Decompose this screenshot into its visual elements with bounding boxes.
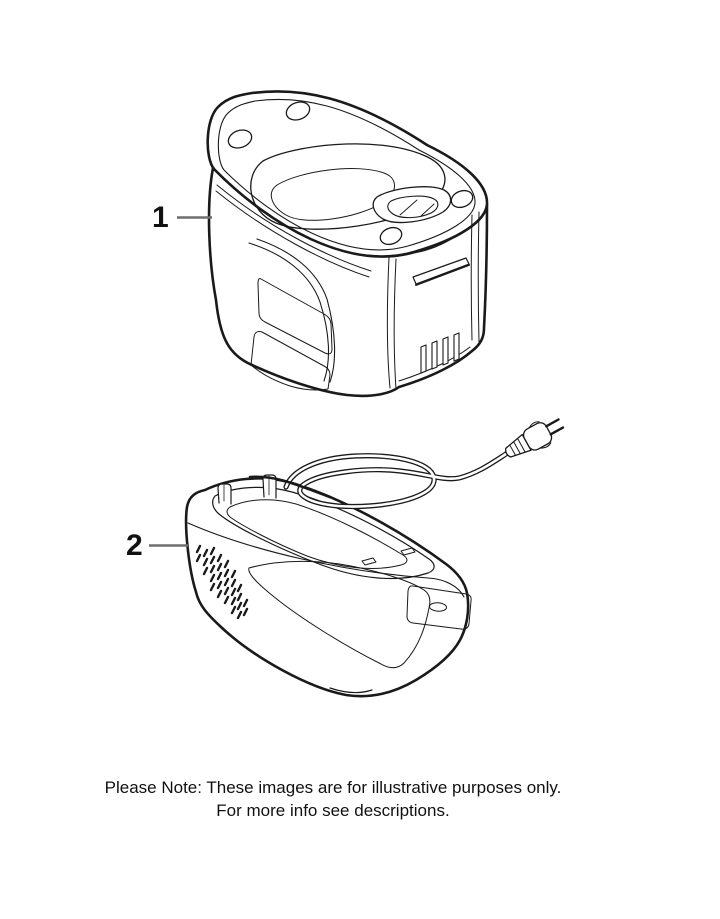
charger-bottom-seam	[329, 687, 373, 694]
charger-led-button	[429, 602, 447, 612]
charger-indicator-panel	[406, 585, 472, 630]
item-1-label: 1	[152, 201, 169, 234]
battery-corner-bolts	[227, 101, 474, 246]
charger-illustration	[184, 418, 565, 698]
plug-head	[522, 422, 553, 451]
guide-post	[217, 483, 232, 505]
front-panel-upper	[257, 278, 333, 355]
plug-head-lobes	[528, 421, 552, 449]
disclaimer-line-1: Please Note: These images are for illust…	[104, 778, 562, 797]
front-rim-lines	[215, 184, 372, 278]
battery-right-face	[386, 211, 480, 390]
bolt-back	[285, 101, 311, 121]
tray-contact-tabs	[361, 547, 416, 566]
battery-pack-illustration	[206, 90, 489, 398]
plug-pins	[545, 418, 565, 436]
power-plug-icon	[505, 418, 565, 458]
latch-hole	[387, 195, 439, 219]
vent-rib	[420, 344, 427, 374]
battery-top-face	[206, 90, 489, 258]
battery-vent-ribs	[420, 332, 460, 374]
vent-rib	[442, 336, 449, 366]
power-cord-core	[284, 448, 514, 508]
bottom-edge-inner-line	[398, 346, 471, 382]
charger-tray-opening	[212, 486, 435, 580]
item-2-label: 2	[126, 529, 143, 562]
battery-latch	[372, 186, 452, 224]
vent-rib	[453, 332, 460, 362]
handle-contour-lines	[248, 238, 336, 383]
front-panel-lower	[250, 331, 331, 391]
charger-tray-floor	[226, 499, 408, 569]
bolt-front	[379, 226, 403, 246]
side-slot-shadow	[415, 264, 470, 286]
battery-top-inner-line	[217, 98, 476, 251]
charger-front-panel	[248, 560, 431, 669]
bolt-right	[450, 189, 474, 209]
disclaimer-note: Please Note: These images are for illust…	[53, 776, 613, 822]
plug-grip-ribs	[509, 438, 526, 456]
charger-guide-posts	[217, 474, 277, 505]
battery-front-face	[215, 184, 372, 391]
charger-vent-slots	[195, 544, 249, 620]
side-slot-bar	[412, 257, 470, 285]
disclaimer-line-2: For more info see descriptions.	[216, 801, 450, 820]
latch-facet-lines	[399, 199, 435, 217]
indicator-panel-outline	[406, 585, 472, 630]
charger-body	[184, 474, 472, 698]
corner-edge-lines	[386, 211, 480, 390]
rim-over-cord	[248, 475, 332, 499]
power-cord	[248, 447, 515, 510]
vent-rib	[431, 340, 438, 370]
bolt-top-left	[227, 129, 253, 149]
